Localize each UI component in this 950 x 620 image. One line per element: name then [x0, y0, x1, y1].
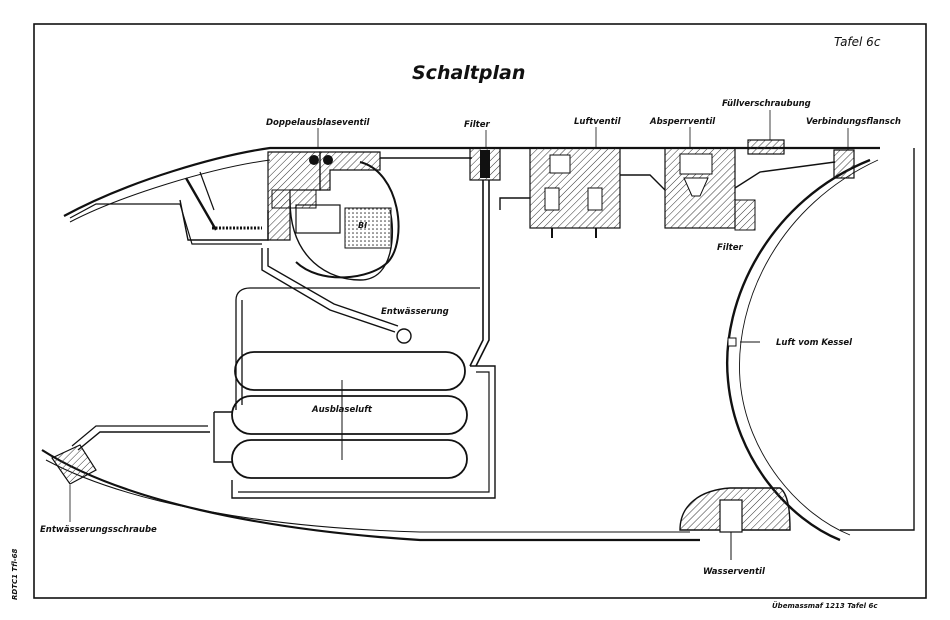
plate-outline [840, 148, 915, 531]
double-blowout-valve [267, 151, 400, 281]
drain-opening [396, 328, 412, 344]
margin-note: RDTC1 Tfl-68 [11, 548, 19, 600]
pipe-filter-down [469, 180, 484, 367]
label-ausblaseluft: Ausblaseluft [312, 405, 372, 415]
leader-lines [69, 110, 849, 522]
lever-mechanism [69, 171, 269, 245]
shutoff-valve-assembly [664, 147, 756, 231]
connecting-flange [833, 149, 855, 179]
water-valve-assembly [679, 487, 791, 560]
hull-inner-contour [45, 159, 690, 533]
label-tank-mark: Bl [358, 221, 367, 230]
label-wasserventil: Wasserventil [703, 567, 765, 577]
sheet-frame [33, 23, 927, 599]
pipe-airvalve-loop [499, 174, 666, 210]
drain-pipe [261, 248, 396, 333]
air-tank-3 [231, 439, 468, 479]
air-tank-1 [234, 351, 466, 391]
footer-note: Übemassmaf 1213 Tafel 6c [772, 602, 878, 610]
top-filter-assembly [469, 147, 501, 181]
main-pipe-loop [235, 287, 480, 410]
drain-screw [51, 444, 97, 485]
label-verbindungsflansch: Verbindungsflansch [806, 117, 901, 127]
label-luft-vom-kessel: Luft vom Kessel [776, 338, 853, 348]
tank-manifold [77, 411, 232, 463]
air-tank-2 [231, 395, 468, 435]
fill-fitting [747, 139, 785, 155]
label-filter-top: Filter [464, 120, 490, 130]
plate-number: Tafel 6c [834, 35, 881, 49]
pipe-right-tanks [231, 365, 496, 499]
label-doppelausblaseventil: Doppelausblaseventil [266, 118, 370, 128]
label-absperrventil: Absperrventil [650, 117, 716, 127]
label-fuellverschraubung: Füllverschraubung [722, 99, 811, 109]
label-luftventil: Luftventil [574, 117, 621, 127]
diagram-title: Schaltplan [412, 62, 526, 84]
label-entwaesserungsschraube: Entwässerungsschraube [40, 525, 157, 535]
label-entwaesserung: Entwässerung [381, 307, 449, 317]
boiler-air-inlet [727, 337, 737, 347]
air-valve-assembly [529, 147, 621, 238]
label-filter-lower: Filter [717, 243, 743, 253]
